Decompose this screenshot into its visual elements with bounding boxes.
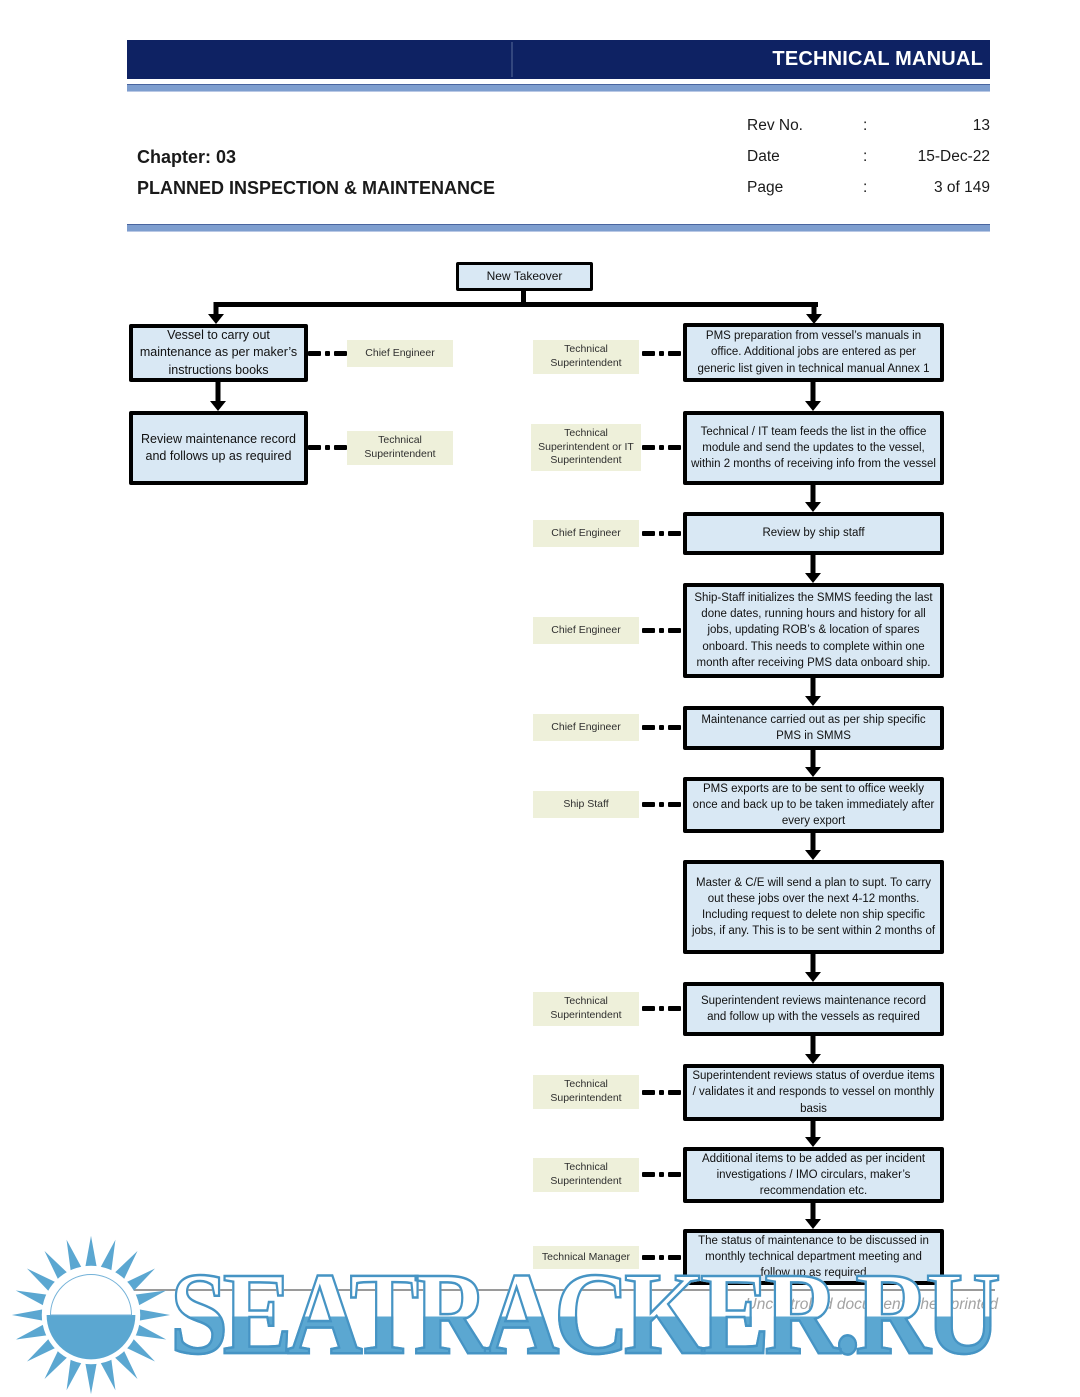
page-value: 3 of 149: [933, 179, 990, 196]
flow-arrow: [805, 750, 821, 777]
dash-dot-connector: [642, 1255, 681, 1260]
flow-arrow: [805, 1036, 821, 1064]
dash-dot-connector: [642, 531, 681, 536]
flow-arrow: [805, 485, 821, 512]
role-label-technical-superintendent: Technical Superintendent: [533, 1075, 639, 1109]
role-label-technical-manager: Technical Manager: [533, 1246, 639, 1269]
flow-node-maintenance-carried-out: Maintenance carried out as per ship spec…: [683, 706, 944, 750]
flow-node-additional-items: Additional items to be added as per inci…: [683, 1147, 944, 1203]
dash-dot-connector: [308, 351, 347, 356]
dash-dot-connector: [642, 802, 681, 807]
rev-value: 13: [972, 117, 990, 134]
flow-arrow: [805, 833, 821, 860]
role-label-technical-or-it-superintendent: Technical Superintendent or IT Superinte…: [531, 424, 641, 471]
date-label: Date: [747, 148, 780, 165]
role-label-chief-engineer: Chief Engineer: [533, 617, 639, 644]
revision-meta: Rev No. : 13 Date : 15-Dec-22 Page : 3 o…: [747, 116, 990, 209]
role-label-technical-superintendent: Technical Superintendent: [533, 1158, 639, 1192]
chapter-label: Chapter: 03: [137, 147, 237, 167]
role-label-chief-engineer: Chief Engineer: [533, 520, 639, 547]
role-label-technical-superintendent: Technical Superintendent: [533, 992, 639, 1026]
chapter-title: PLANNED INSPECTION & MAINTENANCE: [137, 178, 496, 198]
flow-node-master-ce-plan: Master & C/E will send a plan to supt. T…: [683, 860, 944, 954]
header-bar-divider: [511, 42, 513, 77]
dash-dot-connector: [642, 445, 681, 450]
rev-separator: :: [863, 117, 868, 134]
role-label-technical-superintendent: Technical Superintendent: [533, 340, 639, 374]
flow-node-review-maintenance-record: Review maintenance record and follows up…: [129, 411, 308, 485]
role-label-ship-staff: Ship Staff: [533, 791, 639, 818]
meta-row-date: Date : 15-Dec-22: [747, 147, 990, 167]
flow-node-status-discussed-meeting: The status of maintenance to be discusse…: [683, 1229, 944, 1285]
flow-node-vessel-maintenance: Vessel to carry out maintenance as per m…: [129, 324, 308, 382]
dash-dot-connector: [642, 725, 681, 730]
footer-rule: [127, 1289, 995, 1291]
date-separator: :: [863, 148, 868, 165]
header-bar: TECHNICAL MANUAL: [127, 40, 990, 79]
flow-arrow: [805, 1203, 821, 1229]
flow-node-supt-reviews-overdue: Superintendent reviews status of overdue…: [683, 1064, 944, 1121]
page-separator: :: [863, 179, 868, 196]
branch-line: [214, 302, 818, 307]
dash-dot-connector: [642, 1006, 681, 1011]
flow-node-new-takeover: New Takeover: [456, 262, 593, 291]
flow-node-supt-reviews-record: Superintendent reviews maintenance recor…: [683, 982, 944, 1036]
flow-arrow: [805, 1121, 821, 1147]
dash-dot-connector: [642, 628, 681, 633]
flow-arrow: [805, 954, 821, 982]
meta-row-page: Page : 3 of 149: [747, 178, 990, 198]
flow-arrow: [210, 382, 226, 411]
dash-dot-connector: [308, 445, 347, 450]
page-label: Page: [747, 179, 784, 196]
flow-node-it-team-feeds-list: Technical / IT team feeds the list in th…: [683, 411, 944, 485]
role-label-technical-superintendent: Technical Superintendent: [347, 431, 453, 465]
flow-arrow: [208, 302, 224, 324]
flow-node-review-by-ship-staff: Review by ship staff: [683, 512, 944, 555]
sub-header-rule: [127, 224, 990, 232]
flow-node-ship-staff-initializes-smms: Ship-Staff initializes the SMMS feeding …: [683, 583, 944, 678]
flow-arrow: [805, 678, 821, 706]
chapter-block: Chapter: 03 PLANNED INSPECTION & MAINTEN…: [137, 142, 495, 204]
header-rule: [127, 84, 990, 92]
date-value: 15-Dec-22: [917, 148, 990, 165]
document-title: TECHNICAL MANUAL: [772, 48, 983, 70]
flow-arrow: [806, 302, 822, 324]
uncontrolled-document-note: Uncontrolled document when printed: [745, 1296, 998, 1313]
dash-dot-connector: [642, 1090, 681, 1095]
dash-dot-connector: [642, 1172, 681, 1177]
role-label-chief-engineer: Chief Engineer: [347, 340, 453, 367]
flow-arrow: [805, 555, 821, 583]
connector-line: [521, 288, 526, 304]
role-label-chief-engineer: Chief Engineer: [533, 714, 639, 741]
flow-node-pms-preparation: PMS preparation from vessel’s manuals in…: [683, 323, 944, 382]
flow-node-pms-exports: PMS exports are to be sent to office wee…: [683, 777, 944, 833]
meta-row-rev: Rev No. : 13: [747, 116, 990, 136]
rev-label: Rev No.: [747, 117, 803, 134]
dash-dot-connector: [642, 351, 681, 356]
flow-arrow: [805, 382, 821, 411]
sun-logo-icon: [11, 1235, 171, 1395]
